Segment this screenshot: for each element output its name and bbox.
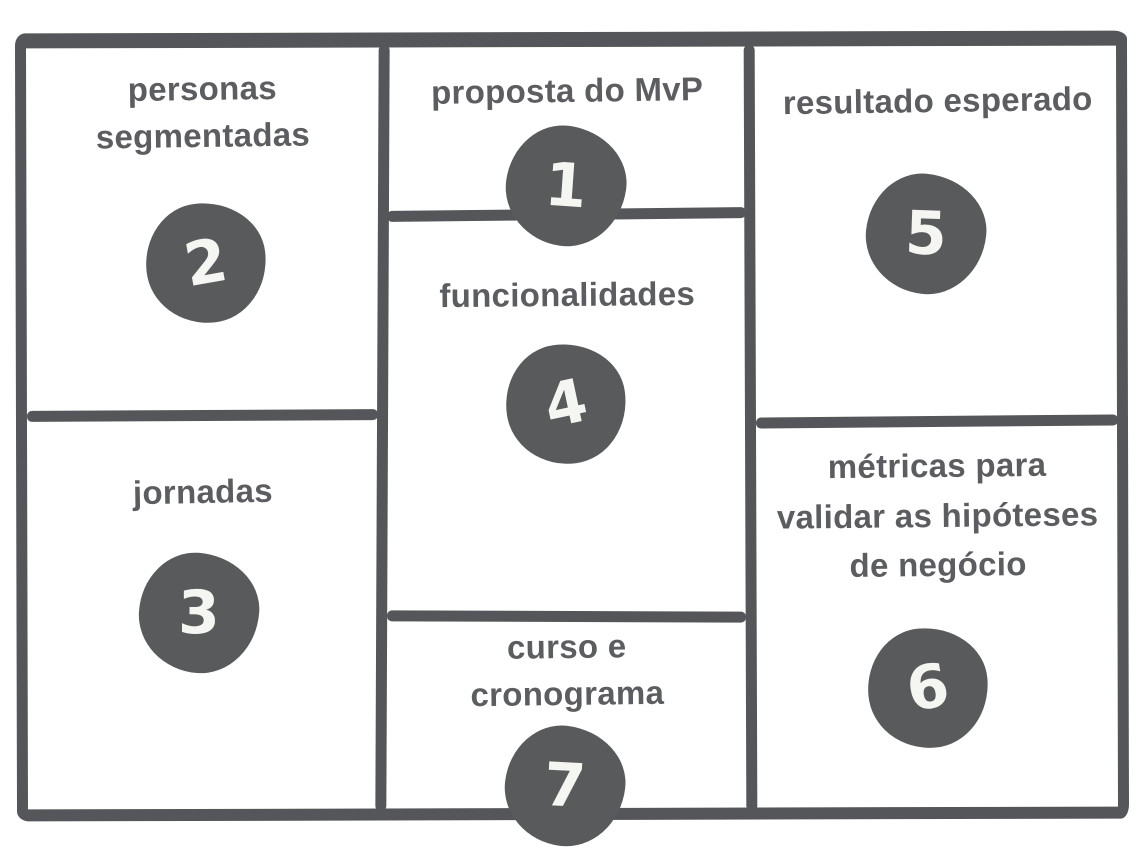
section-funcionalidades: funcionalidades 4: [388, 220, 746, 611]
badge-number: 6: [901, 650, 955, 726]
label-line: proposta do MvP: [430, 70, 704, 111]
label-line: jornadas: [132, 471, 274, 512]
section-curso-e-cronograma: curso e cronograma 7: [387, 620, 746, 852]
label-line: curso e: [506, 627, 627, 666]
section-label: curso e cronograma: [387, 620, 746, 720]
label-line: validar as hipóteses: [776, 494, 1099, 536]
number-badge-7: 7: [498, 719, 632, 852]
badge-number: 5: [903, 198, 949, 270]
label-line: segmentadas: [95, 115, 311, 156]
label-line: métricas para: [827, 445, 1047, 486]
number-badge-4: 4: [498, 336, 634, 472]
section-jornadas: jornadas 3: [28, 421, 377, 807]
badge-number: 2: [179, 224, 233, 302]
number-badge-3: 3: [134, 548, 264, 678]
label-line: funcionalidades: [439, 274, 696, 315]
section-resultado-esperado: resultado esperado 5: [757, 46, 1118, 416]
number-badge-2: 2: [140, 197, 272, 329]
label-line: personas: [127, 68, 278, 109]
label-line: resultado esperado: [782, 79, 1093, 122]
badge-number: 7: [542, 749, 588, 823]
badge-number: 3: [178, 578, 220, 648]
section-label: proposta do MvP: [388, 44, 747, 118]
section-label: funcionalidades: [388, 218, 747, 320]
section-proposta-do-mvp: proposta do MvP 1: [388, 44, 747, 254]
section-label: personas segmentadas: [27, 44, 378, 163]
section-metricas-validar-hipoteses: métricas para validar as hipóteses de ne…: [757, 427, 1118, 807]
badge-number: 4: [538, 365, 594, 443]
label-line: cronograma: [470, 673, 665, 714]
section-label: jornadas: [27, 418, 378, 519]
number-badge-6: 6: [862, 622, 994, 754]
number-badge-5: 5: [860, 168, 992, 300]
section-personas-segmentadas: personas segmentadas 2: [28, 46, 377, 410]
label-line: de negócio: [849, 545, 1027, 584]
badge-number: 1: [542, 149, 590, 223]
section-label: resultado esperado: [756, 43, 1118, 127]
section-label: métricas para validar as hipóteses de ne…: [756, 425, 1119, 591]
